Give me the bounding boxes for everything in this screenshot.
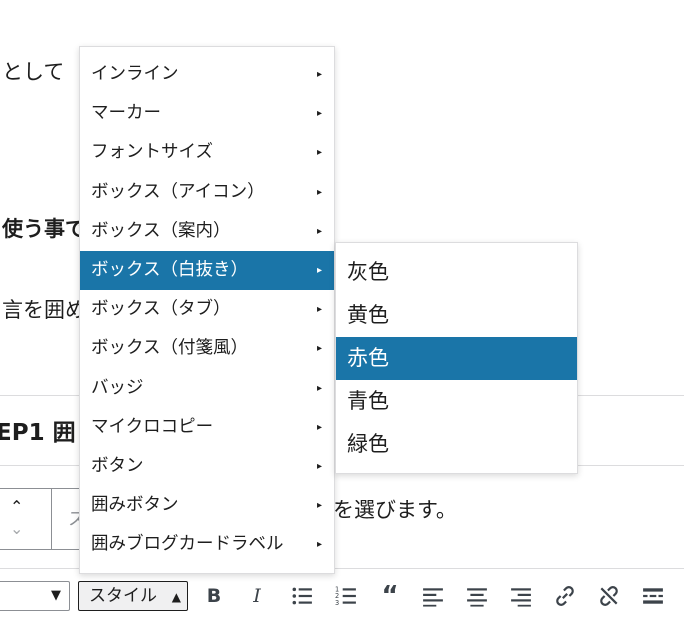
submenu-item-green[interactable]: 緑色 [347, 432, 389, 456]
menu-item-microcopy[interactable]: マイクロコピー ▸ [80, 408, 334, 447]
menu-item-button[interactable]: ボタン ▸ [80, 447, 334, 486]
content-heading: EP1 囲 [0, 420, 76, 446]
menu-item-label: 囲みボタン [91, 495, 179, 516]
svg-text:3: 3 [335, 599, 339, 607]
italic-icon[interactable]: I [253, 585, 261, 607]
chevron-right-icon: ▸ [316, 186, 322, 198]
chevron-up-icon[interactable]: ⌃ [10, 497, 24, 516]
menu-item-label: 囲みブログカードラベル [91, 534, 284, 555]
menu-item-label: ボックス（付箋風） [91, 338, 248, 359]
menu-item-badge[interactable]: バッジ ▸ [80, 369, 334, 408]
chevron-right-icon: ▸ [316, 225, 322, 237]
link-icon[interactable] [552, 583, 578, 609]
style-dropdown-button[interactable]: スタイル ▲ [78, 581, 188, 611]
menu-item-marker[interactable]: マーカー ▸ [80, 94, 334, 133]
caret-up-icon: ▲ [171, 590, 181, 604]
chevron-right-icon: ▸ [316, 382, 322, 394]
chevron-right-icon: ▸ [316, 108, 322, 120]
menu-item-label: ボックス（案内） [91, 220, 231, 241]
blockquote-icon[interactable]: “ [381, 581, 399, 611]
bullet-list-icon[interactable] [289, 583, 315, 609]
menu-item-label: マーカー [91, 103, 161, 124]
submenu-item-gray[interactable]: 灰色 [347, 260, 389, 284]
more-icon[interactable] [640, 583, 666, 609]
style-button-label: スタイル [89, 586, 157, 606]
align-left-icon[interactable] [420, 583, 446, 609]
content-text-line: 言を囲め [2, 298, 86, 322]
menu-item-box-guide[interactable]: ボックス（案内） ▸ [80, 212, 334, 251]
content-text-line: 使う事で [2, 217, 86, 241]
menu-item-box-sticky[interactable]: ボックス（付箋風） ▸ [80, 329, 334, 368]
menu-item-label: マイクロコピー [91, 416, 214, 437]
chevron-right-icon: ▸ [316, 264, 322, 276]
menu-item-label: ボックス（白抜き） [91, 259, 248, 280]
chevron-right-icon: ▸ [316, 500, 322, 512]
menu-item-label: バッジ [91, 377, 144, 398]
submenu-item-yellow[interactable]: 黄色 [347, 303, 389, 327]
menu-item-label: ボタン [91, 455, 144, 476]
submenu-item-red[interactable]: 赤色 [336, 337, 577, 380]
menu-item-box-icon[interactable]: ボックス（アイコン） ▸ [80, 173, 334, 212]
style-menu: インライン ▸ マーカー ▸ フォントサイズ ▸ ボックス（アイコン） ▸ ボックス（案… [79, 46, 335, 574]
bold-icon[interactable]: B [206, 585, 222, 607]
chevron-right-icon: ▸ [316, 421, 322, 433]
menu-item-font-size[interactable]: フォントサイズ ▸ [80, 133, 334, 172]
format-select[interactable]: ▼ [0, 581, 70, 611]
svg-text:1: 1 [335, 586, 339, 594]
menu-item-label: ボックス（タブ） [91, 299, 231, 320]
menu-item-boxed-button[interactable]: 囲みボタン ▸ [80, 486, 334, 525]
chevron-right-icon: ▸ [316, 343, 322, 355]
menu-item-label: ボックス（アイコン） [91, 181, 265, 202]
chevron-right-icon: ▸ [316, 304, 322, 316]
chevron-down-icon[interactable]: ⌄ [10, 519, 24, 538]
color-submenu: 灰色 黄色 赤色 青色 緑色 [335, 242, 578, 474]
menu-item-blogcard-label[interactable]: 囲みブログカードラベル ▸ [80, 525, 334, 564]
chevron-right-icon: ▸ [316, 539, 322, 551]
stepper-control[interactable]: ⌃ ⌄ [0, 488, 52, 550]
chevron-right-icon: ▸ [316, 460, 322, 472]
menu-item-box-tab[interactable]: ボックス（タブ） ▸ [80, 290, 334, 329]
unlink-icon[interactable] [596, 583, 622, 609]
menu-item-label: フォントサイズ [91, 142, 213, 163]
chevron-right-icon: ▸ [316, 69, 322, 80]
chevron-down-icon: ▼ [51, 588, 61, 603]
menu-item-label: インライン [91, 64, 179, 84]
menu-item-box-outline[interactable]: ボックス（白抜き） ▸ [80, 250, 334, 291]
submenu-item-blue[interactable]: 青色 [347, 389, 389, 413]
content-instruction: を選びます。 [333, 498, 457, 522]
align-center-icon[interactable] [464, 583, 490, 609]
menu-item-inline[interactable]: インライン ▸ [80, 55, 334, 94]
align-right-icon[interactable] [508, 583, 534, 609]
content-text-line: として [2, 60, 65, 84]
svg-text:2: 2 [335, 592, 339, 600]
chevron-right-icon: ▸ [316, 147, 322, 159]
